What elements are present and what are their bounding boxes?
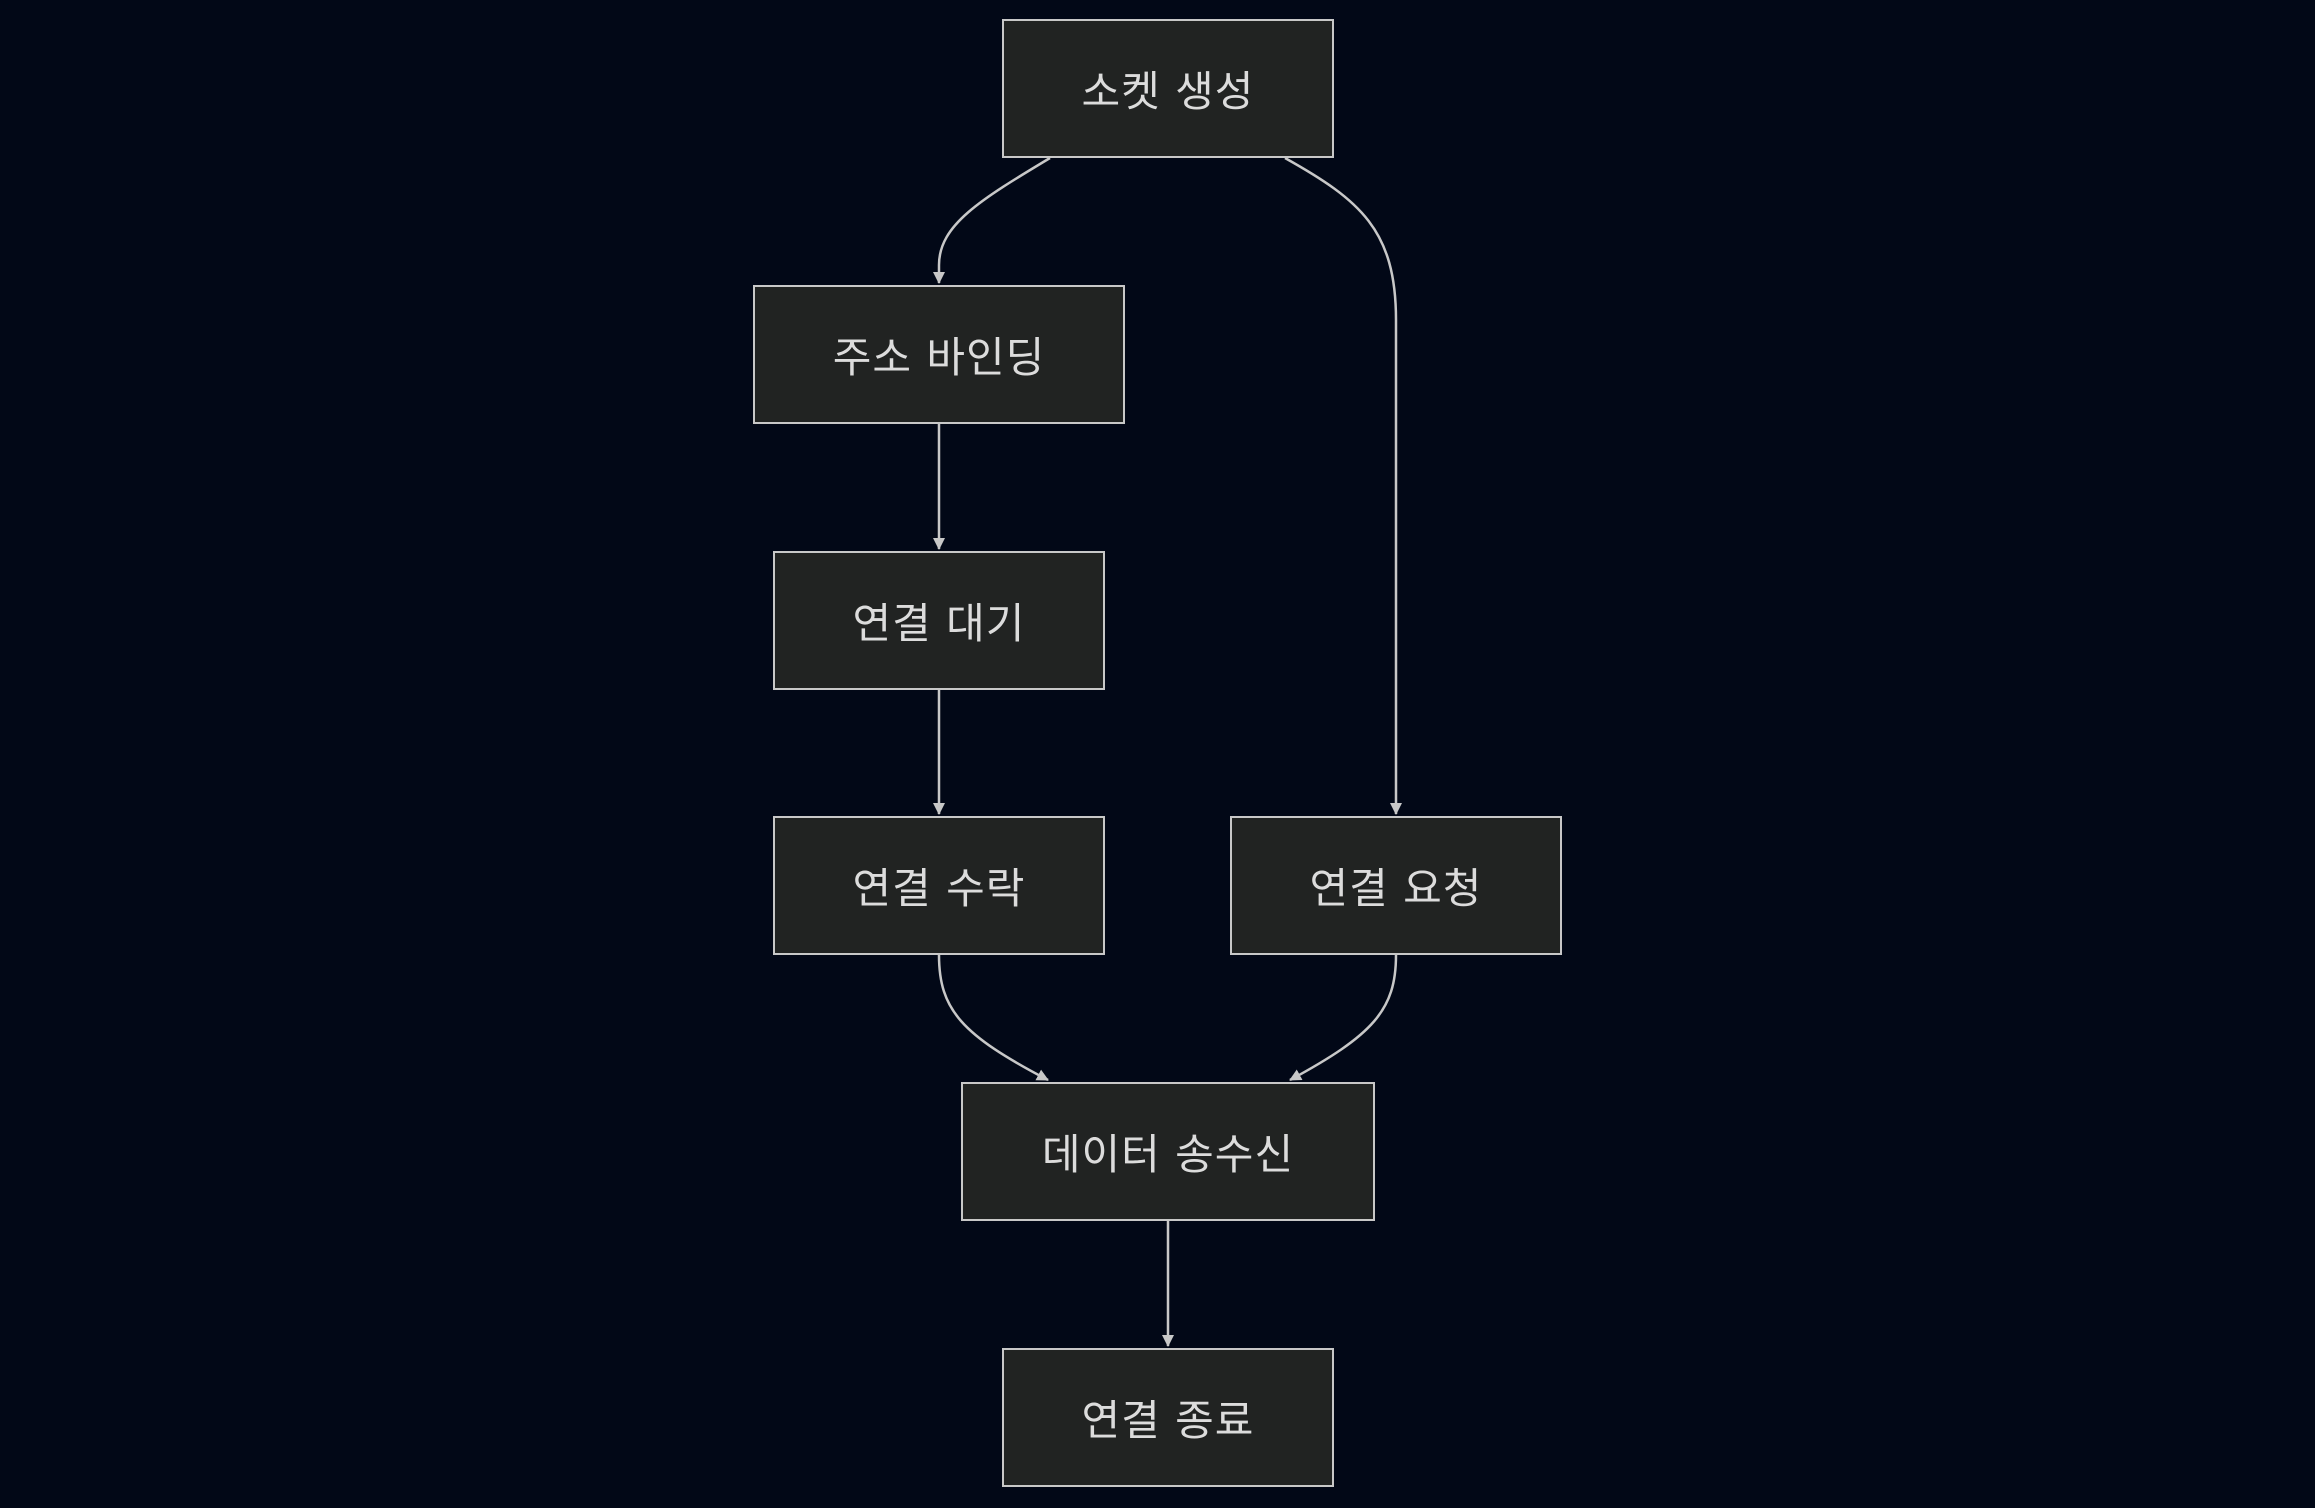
node-label: 연결 대기 — [852, 599, 1026, 648]
node-connect-request: 연결 요청 — [1230, 816, 1562, 955]
node-close: 연결 종료 — [1002, 1348, 1334, 1487]
edge-accept-to-data — [937, 954, 1049, 1082]
node-create-socket: 소켓 생성 — [1002, 19, 1334, 158]
edge-create-to-connect — [1284, 156, 1402, 815]
node-label: 소켓 생성 — [1081, 67, 1255, 116]
edge-create-to-bind — [933, 156, 1051, 284]
node-label: 연결 요청 — [1309, 864, 1483, 913]
node-accept: 연결 수락 — [773, 816, 1105, 955]
node-listen: 연결 대기 — [773, 551, 1105, 690]
node-label: 데이터 송수신 — [1041, 1130, 1295, 1179]
node-label: 주소 바인딩 — [832, 333, 1046, 382]
node-label: 연결 수락 — [852, 864, 1026, 913]
edge-connect-to-data — [1289, 954, 1398, 1082]
node-data-transfer: 데이터 송수신 — [961, 1082, 1375, 1221]
node-label: 연결 종료 — [1081, 1396, 1255, 1445]
node-bind-address: 주소 바인딩 — [753, 285, 1125, 424]
